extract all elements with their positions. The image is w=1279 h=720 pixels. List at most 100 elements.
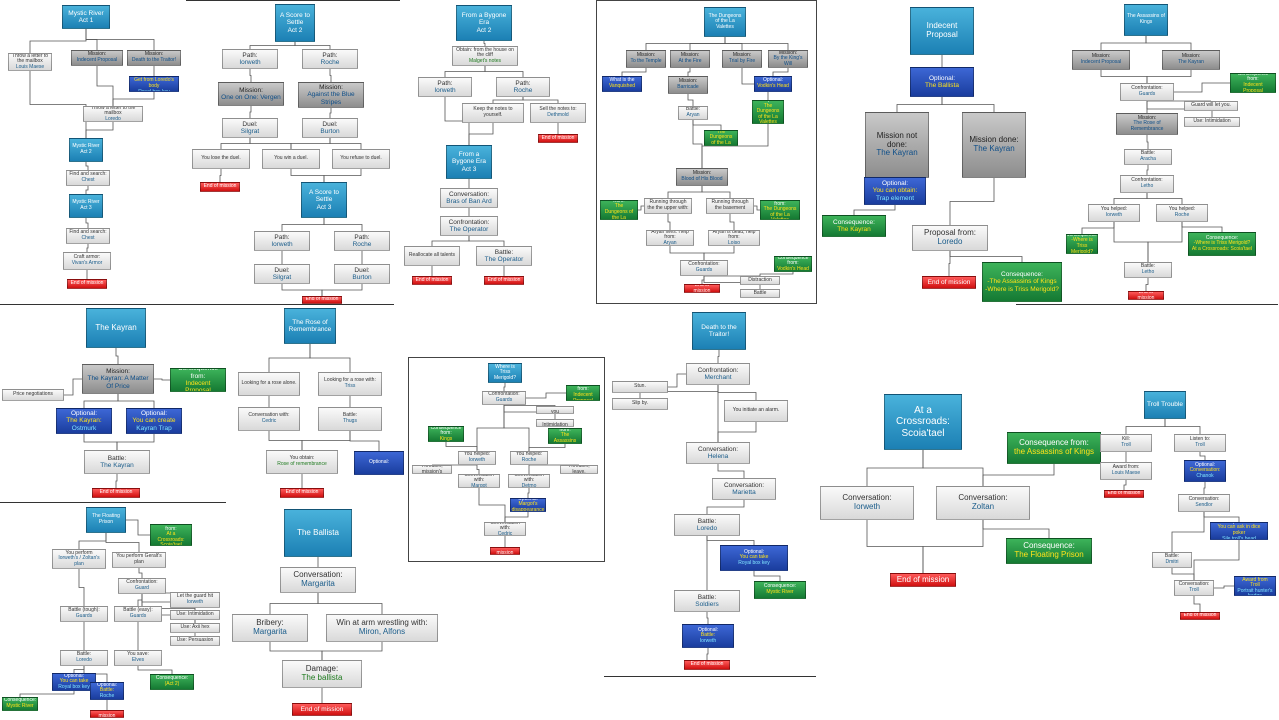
dungeons-frame bbox=[596, 0, 817, 304]
node-label: Proposal from: bbox=[923, 228, 977, 238]
divider-floating-prison bbox=[0, 502, 226, 503]
node-tt-dm: Battle:Dmitri bbox=[1152, 552, 1192, 568]
node-value: Loredo bbox=[696, 525, 718, 532]
node-bl-end: End of mission bbox=[292, 703, 352, 716]
node-rr-end: End of mission bbox=[280, 488, 324, 498]
node-ky-m: Mission:The Kayran: A Matter Of Price bbox=[82, 364, 154, 394]
connector-tt-sen-tt-dm bbox=[1171, 512, 1205, 552]
node-label: Consequence from: bbox=[1019, 438, 1089, 448]
node-label: Consequence from: bbox=[430, 426, 462, 437]
node-label: Distraction bbox=[748, 276, 772, 283]
node-tt-lis: Listen to:Troll bbox=[1174, 434, 1226, 452]
node-value: Act 3 bbox=[316, 203, 332, 211]
node-label: Optional: bbox=[63, 673, 84, 679]
node-label: End of mission bbox=[99, 489, 133, 496]
node-value: Roche bbox=[320, 59, 340, 66]
connector-dg-cf1-dg-run1 bbox=[638, 205, 644, 211]
node-label: Battle bbox=[753, 289, 767, 296]
node-value: Aracha bbox=[1140, 156, 1156, 162]
connector-dt-conf-dt-stun bbox=[668, 373, 686, 388]
node-value: You can ask in dice poker bbox=[1217, 524, 1261, 536]
node-label: Mission: bbox=[1137, 114, 1157, 121]
connector-rr-ced-rr-obt bbox=[268, 431, 303, 450]
node-detail: Roche bbox=[99, 692, 115, 699]
node-value: -Where is Triss Merigold? bbox=[1193, 240, 1251, 247]
node-value: Award from Troll bbox=[1242, 576, 1268, 589]
node-label: Consequence: bbox=[1023, 541, 1075, 551]
connector-tt-opt2-tt-ct bbox=[1193, 540, 1240, 580]
connector-fd2-fd-ob bbox=[483, 41, 486, 46]
node-value: At a Crossroads: Scoia'tael bbox=[157, 531, 185, 546]
connector-wt-cd-wt-opt bbox=[527, 488, 530, 498]
node-value: Rose of remembrance bbox=[277, 461, 327, 467]
node-value: The Kayran bbox=[973, 144, 1015, 153]
node-label: Find and search: bbox=[69, 229, 107, 236]
connector-fd-keep-fd3 bbox=[468, 123, 494, 145]
connector-sc-d1-sc-win bbox=[249, 138, 292, 149]
node-value: Detmo bbox=[521, 482, 537, 488]
connector-rr-thug-rr-opt bbox=[349, 431, 380, 451]
node-value: The Kayran bbox=[837, 226, 871, 233]
node-ky-o1: Optional:The Kayran:Ostmurk bbox=[56, 408, 112, 434]
node-dt-mar: Conversation:Marietta bbox=[712, 478, 776, 500]
node-label: Battle (easy): bbox=[123, 607, 153, 614]
node-label: Reallocate all talents bbox=[408, 252, 456, 259]
node-ip-prop: Proposal from:Loredo bbox=[912, 225, 988, 251]
node-label: The Rose of Remembrance bbox=[288, 318, 332, 333]
connector-ak-hr-ak-let2 bbox=[1147, 222, 1183, 262]
node-ak-conf2: Confrontation:Letho bbox=[1120, 175, 1174, 193]
connector-mr-opt-mr-throw2 bbox=[112, 92, 155, 106]
node-value: Zoltan bbox=[971, 502, 995, 511]
node-label: Path: bbox=[437, 79, 453, 87]
node-value: One on One: Vergen bbox=[221, 94, 281, 101]
node-value: Act 3 bbox=[80, 205, 92, 211]
node-ak-hi: You helped:Iorweth bbox=[1088, 204, 1140, 222]
node-value: The Dungeons of the La Valettes bbox=[709, 130, 733, 146]
node-fd-keep: Keep the notes to yourself. bbox=[462, 103, 524, 123]
node-label: Conversation with: bbox=[514, 474, 544, 484]
connector-dg-m2-dg-ban bbox=[687, 68, 691, 76]
node-label: Consequence: bbox=[1001, 271, 1043, 279]
node-label: Confrontation: bbox=[688, 261, 720, 268]
divider-bottom bbox=[604, 676, 816, 677]
node-value: Dethmold bbox=[547, 112, 569, 118]
node-wt-opt: Optional:Margot's disappearance bbox=[510, 498, 546, 512]
node-wt-cf1: Consequence from:Indecent Proposal bbox=[566, 385, 600, 401]
connector-fp-io-fp-bg1 bbox=[78, 569, 85, 606]
node-fp-g2: Use: Intimidation bbox=[170, 610, 220, 620]
connector-sc-pi-sc-m1 bbox=[249, 69, 252, 82]
node-wt-hi: You helped:Iorweth bbox=[458, 451, 496, 465]
node-label: Battle: bbox=[107, 454, 127, 462]
node-label: The Floating Prison bbox=[92, 513, 120, 525]
node-fp-conf: Confrontation:Guard bbox=[118, 578, 166, 594]
node-label: You helped: bbox=[463, 451, 491, 458]
connector-sc-d4-sc-end2 bbox=[321, 284, 363, 296]
node-wt-cf3: Consequence from:The Assassins of Kings bbox=[548, 428, 582, 444]
divider-mid-right bbox=[1016, 304, 1278, 305]
node-label: Path: bbox=[322, 51, 338, 59]
node-label: You perform Geralt's plan bbox=[116, 553, 162, 565]
node-dg-conf: Confrontation:Guards bbox=[680, 260, 728, 276]
connector-mr-find1-mr3 bbox=[85, 186, 89, 194]
node-value: Chest bbox=[81, 177, 95, 183]
node-label: You initiate an alarm. bbox=[732, 407, 780, 414]
connector-mr-find2-mr-craft bbox=[86, 244, 89, 252]
node-value: Guards bbox=[695, 267, 713, 273]
node-label: Optional: bbox=[140, 410, 168, 418]
node-value: Indecent Proposal bbox=[1243, 82, 1263, 93]
node-value: Trial by Fire bbox=[728, 58, 756, 64]
node-dg-cons2: Consequence:The Dungeons of the La Valet… bbox=[704, 130, 738, 146]
node-value: Miron, Alfons bbox=[358, 627, 406, 636]
connector-sc-d3-sc-end2 bbox=[281, 284, 323, 296]
node-fd-sell: Sell the notes to:Dethmold bbox=[530, 103, 586, 123]
node-dg-m1: Mission:To the Temple bbox=[626, 50, 666, 68]
node-ip-nd: Mission not done:The Kayran bbox=[865, 112, 929, 178]
node-sc-end2: End of mission bbox=[302, 296, 342, 304]
node-wt-th1: Threaten, mission's bbox=[412, 465, 452, 474]
node-dg-bat: Battle bbox=[740, 289, 780, 298]
